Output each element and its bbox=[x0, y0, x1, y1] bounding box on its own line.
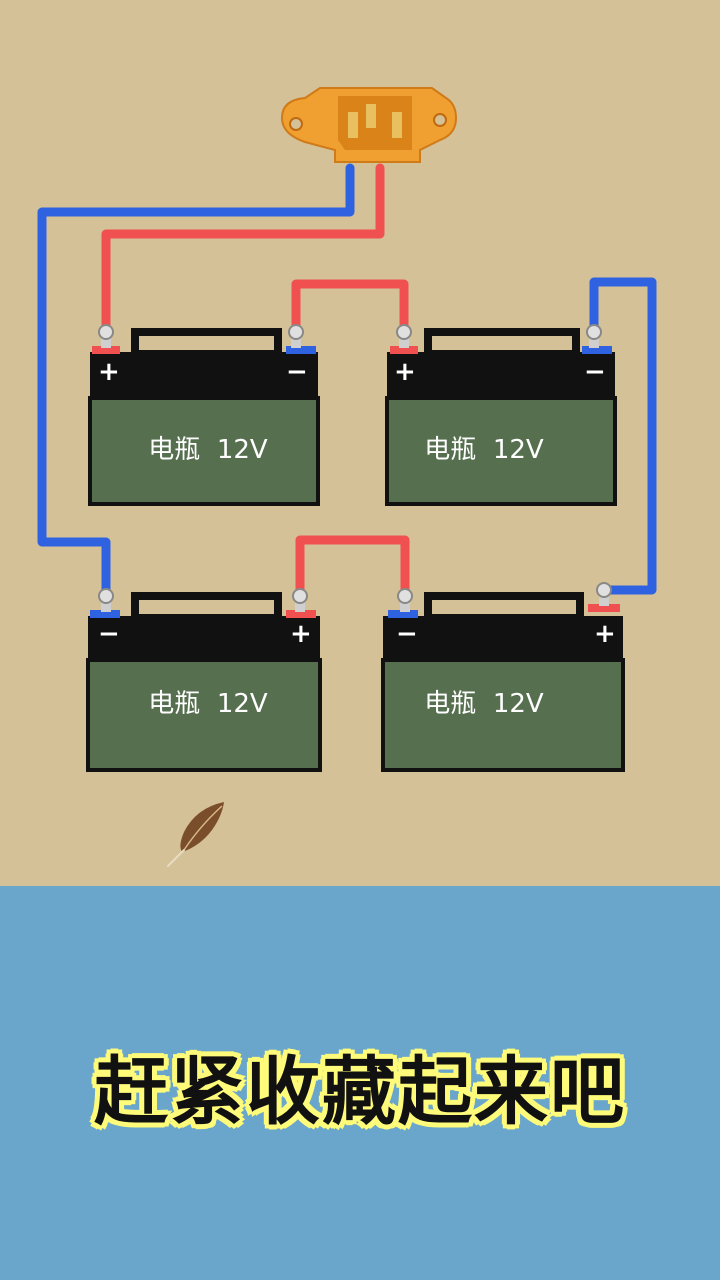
battery-1-right-sign: − bbox=[286, 357, 308, 387]
battery-4: − + 电瓶 12V bbox=[381, 582, 625, 772]
battery-4-label: 电瓶 12V bbox=[424, 689, 544, 719]
terminal-negative bbox=[286, 324, 316, 354]
terminal-positive bbox=[286, 588, 316, 618]
battery-4-right-sign: + bbox=[594, 619, 616, 649]
wire-bottom-link bbox=[295, 535, 410, 609]
terminal-negative bbox=[388, 588, 418, 618]
battery-2: + − 电瓶 12V bbox=[385, 324, 617, 506]
caption-container: 赶紧收藏起来吧 bbox=[0, 1030, 720, 1140]
diagram-area: + − 电瓶 12V + − 电瓶 12V bbox=[0, 0, 720, 886]
wiring-diagram: + − 电瓶 12V + − 电瓶 12V bbox=[37, 87, 657, 867]
terminal-positive bbox=[390, 324, 418, 354]
battery-2-label: 电瓶 12V bbox=[424, 435, 544, 465]
wire-main-negative bbox=[37, 163, 355, 607]
battery-2-right-sign: − bbox=[584, 357, 606, 387]
battery-3-left-sign: − bbox=[98, 619, 120, 649]
battery-1: + − 电瓶 12V bbox=[88, 324, 320, 506]
battery-1-label: 电瓶 12V bbox=[148, 435, 268, 465]
terminal-negative bbox=[582, 324, 612, 354]
wire-main-positive bbox=[101, 163, 385, 347]
bottom-banner bbox=[0, 886, 720, 1280]
wire-top-link bbox=[291, 279, 409, 347]
battery-3-right-sign: + bbox=[290, 619, 312, 649]
battery-3: − + 电瓶 12V bbox=[86, 588, 322, 772]
caption-text: 赶紧收藏起来吧 bbox=[94, 1048, 626, 1135]
terminal-negative bbox=[90, 588, 120, 618]
battery-2-left-sign: + bbox=[394, 357, 416, 387]
battery-4-left-sign: − bbox=[396, 619, 418, 649]
battery-1-left-sign: + bbox=[98, 357, 120, 387]
power-inlet-icon bbox=[280, 87, 458, 163]
terminal-positive bbox=[92, 324, 120, 354]
terminal-positive bbox=[588, 582, 620, 612]
feather-icon bbox=[167, 802, 224, 867]
battery-3-label: 电瓶 12V bbox=[148, 689, 268, 719]
